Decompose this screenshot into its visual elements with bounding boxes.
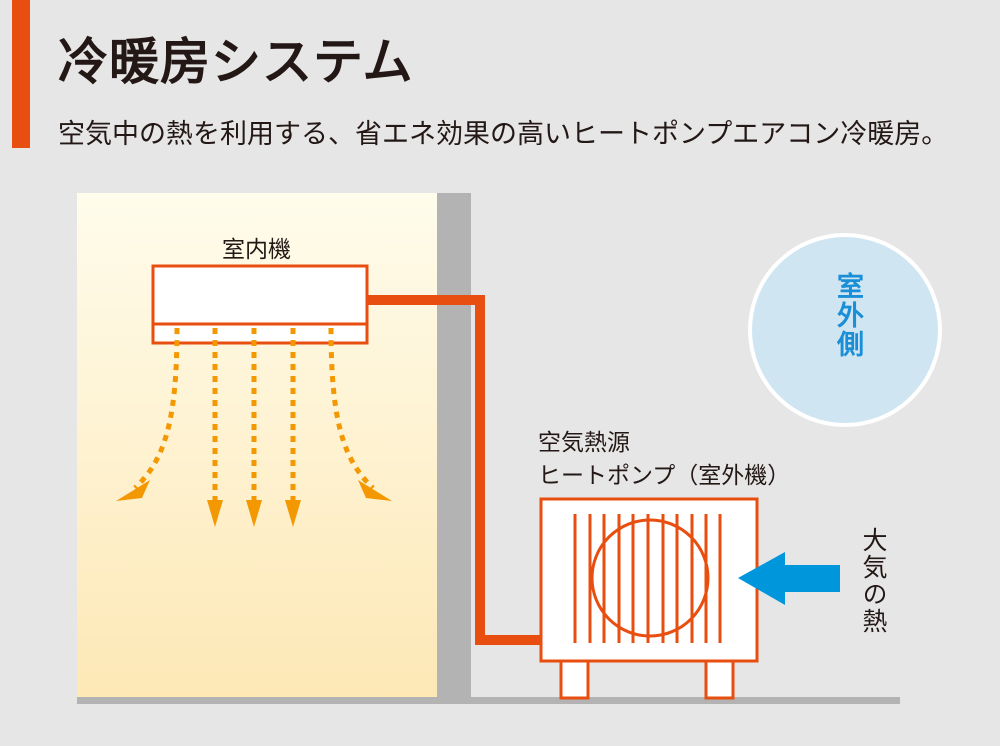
refrigerant-pipe [368,295,540,645]
title-accent-bar [12,0,30,148]
indoor-unit [151,264,369,345]
fan-icon [590,518,710,638]
outdoor-unit [539,497,759,700]
ground-line [77,697,900,704]
wall [437,193,471,698]
page-title: 冷暖房システム [58,33,414,91]
atmospheric-heat-arrow [738,552,840,605]
indoor-unit-label: 室内機 [222,237,291,263]
outdoor-side-circle [748,233,942,427]
outdoor-unit-label-line2: ヒートポンプ（室外機） [538,463,791,489]
airflow-arrows [133,327,375,505]
outdoor-side-label: 室外側 [832,272,863,359]
outdoor-unit-grille [573,514,722,643]
outdoor-unit-label-line1: 空気熱源 [538,430,630,456]
page-subtitle: 空気中の熱を利用する、省エネ効果の高いヒートポンプエアコン冷暖房。 [58,119,949,150]
atmospheric-heat-label: 大気の熱 [859,527,888,635]
airflow-arrowheads [116,480,392,527]
